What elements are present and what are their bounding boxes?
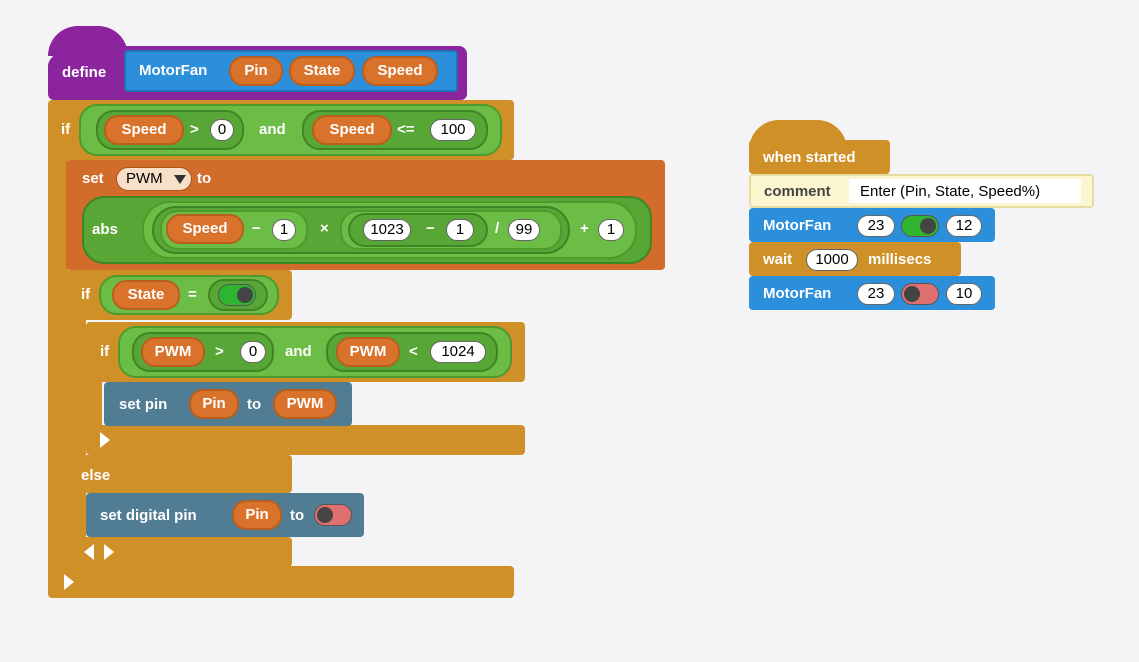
loop-arrow-icon	[100, 432, 110, 448]
if-keyword-2: if	[81, 286, 91, 303]
to-keyword: to	[197, 170, 212, 187]
collapse-arrow-icon[interactable]	[84, 544, 94, 560]
one-input-2[interactable]: 1	[446, 219, 474, 241]
minus-operator: −	[252, 220, 261, 237]
pwm-dropdown-label: PWM	[126, 170, 163, 187]
motorfan-call-label: MotorFan	[763, 217, 832, 234]
param-speed[interactable]: Speed	[362, 56, 438, 86]
pin-input-2[interactable]: 23	[857, 283, 895, 305]
comment-label: comment	[764, 183, 831, 200]
millisecs-label: millisecs	[868, 251, 932, 268]
comment-text-field[interactable]	[849, 179, 1081, 203]
toggle-knob-icon	[317, 507, 333, 523]
toggle-on-switch[interactable]	[218, 284, 256, 306]
input-1024[interactable]: 1024	[430, 341, 486, 363]
one-input[interactable]: 1	[272, 219, 296, 241]
input-99[interactable]: 99	[508, 219, 540, 241]
zero-input[interactable]: 0	[210, 119, 234, 141]
times-operator: ×	[320, 220, 329, 237]
wait-label: wait	[763, 251, 793, 268]
comment-text: Enter (Pin, State, Speed%)	[860, 183, 1041, 200]
speed-var[interactable]: Speed	[104, 115, 184, 145]
toggle-off-switch[interactable]	[314, 504, 352, 526]
and-keyword: and	[259, 121, 286, 138]
div-operator: /	[495, 220, 500, 237]
speed-var-2[interactable]: Speed	[312, 115, 392, 145]
toggle-knob-icon	[920, 218, 936, 234]
set-keyword: set	[82, 170, 104, 187]
set-pin-label: set pin	[119, 396, 168, 413]
speed-input-2[interactable]: 10	[946, 283, 982, 305]
procedure-name: MotorFan	[139, 62, 208, 79]
when-started-label: when started	[763, 149, 856, 166]
lt-operator: <	[409, 343, 418, 360]
to-keyword-3: to	[290, 507, 305, 524]
else-keyword: else	[81, 467, 111, 484]
plus-operator: +	[580, 220, 589, 237]
wait-ms-input[interactable]: 1000	[806, 249, 858, 271]
motorfan-call-label-2: MotorFan	[763, 285, 832, 302]
toggle-knob-icon	[904, 286, 920, 302]
pwm-var-3[interactable]: PWM	[273, 389, 337, 419]
and-keyword-2: and	[285, 343, 312, 360]
abs-keyword: abs	[92, 221, 118, 238]
speed-input[interactable]: 12	[946, 215, 982, 237]
speed-var-3[interactable]: Speed	[166, 214, 244, 244]
toggle-on-switch[interactable]	[901, 215, 939, 237]
pwm-var[interactable]: PWM	[141, 337, 205, 367]
if-else-footer	[66, 537, 292, 567]
equals-operator: =	[188, 286, 197, 303]
param-state[interactable]: State	[289, 56, 355, 86]
if-keyword: if	[61, 121, 71, 138]
state-var[interactable]: State	[112, 280, 180, 310]
minus-operator-2: −	[426, 220, 435, 237]
hundred-input[interactable]: 100	[430, 119, 476, 141]
else-section	[66, 455, 292, 493]
pin-var[interactable]: Pin	[189, 389, 239, 419]
le-operator: <=	[397, 121, 415, 138]
input-1023[interactable]: 1023	[363, 219, 411, 241]
triangle-down-icon	[174, 175, 186, 184]
loop-arrow-icon	[64, 574, 74, 590]
gt-operator-2: >	[215, 343, 224, 360]
gt-operator: >	[190, 121, 199, 138]
define-keyword: define	[62, 64, 107, 81]
toggle-off-switch[interactable]	[901, 283, 939, 305]
to-keyword-2: to	[247, 396, 262, 413]
pin-var-2[interactable]: Pin	[232, 500, 282, 530]
pwm-var-2[interactable]: PWM	[336, 337, 400, 367]
set-digital-pin-label: set digital pin	[100, 507, 197, 524]
one-input-3[interactable]: 1	[598, 219, 624, 241]
toggle-knob-icon	[237, 287, 253, 303]
zero-input-2[interactable]: 0	[240, 341, 266, 363]
if-pwm-footer	[86, 425, 525, 455]
pin-input[interactable]: 23	[857, 215, 895, 237]
param-pin[interactable]: Pin	[229, 56, 283, 86]
if-keyword-3: if	[100, 343, 110, 360]
expand-arrow-icon[interactable]	[104, 544, 114, 560]
